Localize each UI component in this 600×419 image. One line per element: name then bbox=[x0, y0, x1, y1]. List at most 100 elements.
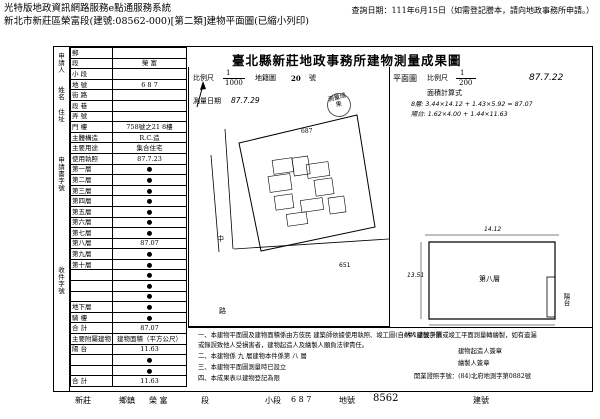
attribute-label: 段 bbox=[70, 57, 113, 70]
footer-area-label: 鄉鎮 bbox=[119, 396, 135, 405]
attribute-row: 第九層● bbox=[70, 248, 187, 260]
attribute-label bbox=[70, 290, 113, 303]
attribute-value: ● bbox=[112, 216, 187, 229]
attribute-label bbox=[70, 364, 113, 377]
attribute-row: 第一層● bbox=[70, 163, 187, 176]
footer-building-no: 8562 bbox=[373, 393, 399, 404]
attribute-value: ● bbox=[112, 195, 187, 207]
attribute-row: 小 段 bbox=[70, 68, 187, 80]
attribute-value: ● bbox=[112, 205, 187, 218]
note-1: 一、本建物平面圖及建物面積係由方伎民 建築師依據使用執照、竣工圖(自然人建號字第 bbox=[198, 332, 442, 339]
attribute-value: 11.63 bbox=[112, 375, 187, 387]
road-line-right bbox=[224, 128, 234, 250]
attribute-label: 主體構造 bbox=[70, 131, 113, 144]
survey-date-label: 測量日期 bbox=[193, 97, 221, 105]
query-info: 查詢日期：111年6月15日（如需登記謄本，請向地政事務所申請。） bbox=[351, 6, 594, 15]
map-road-label: 路 bbox=[219, 307, 226, 315]
area-calc-line-1: 8層: 3.44×14.12 + 1.43×5.92 = 87.07 bbox=[411, 101, 533, 108]
document-frame bbox=[53, 46, 593, 392]
attribute-value: ● bbox=[112, 184, 187, 197]
plan-scale-bar bbox=[456, 78, 476, 79]
attribute-value: ● bbox=[112, 354, 187, 366]
strip-label-name: 姓名 bbox=[58, 86, 65, 101]
attribute-row: 第三層● bbox=[70, 184, 187, 197]
attribute-value bbox=[112, 68, 187, 80]
attribute-label: 地下層 bbox=[70, 301, 113, 313]
footer-lot: 6 8 7 bbox=[291, 395, 312, 404]
attribute-value bbox=[112, 99, 187, 112]
plan-floor-label: 第八層 bbox=[479, 275, 500, 283]
attribute-value: 87.07 bbox=[112, 322, 187, 335]
attribute-label: 街 路 bbox=[70, 89, 113, 101]
plan-scale-numerator: 1 bbox=[460, 69, 465, 77]
attribute-label: 第九層 bbox=[70, 248, 113, 260]
attribute-row: 弄 號 bbox=[70, 110, 187, 123]
attribute-row: ● bbox=[70, 280, 187, 292]
attribute-value: 758號之21 8樓 bbox=[112, 121, 187, 133]
plan-scale-denominator: 200 bbox=[459, 79, 473, 87]
attribute-label: 第三層 bbox=[70, 184, 113, 197]
attribute-value bbox=[112, 89, 187, 101]
attribute-value: 87.07 bbox=[112, 237, 187, 250]
building-footprints bbox=[267, 155, 347, 227]
attribute-row: 第五層● bbox=[70, 205, 187, 218]
attribute-value: 榮 富 bbox=[112, 57, 187, 70]
attribute-value: ● bbox=[112, 258, 187, 271]
page-header: 光特版地政資訊網路服務e點通服務系統 新北市新莊區榮富段(建號:08562-00… bbox=[4, 3, 309, 28]
location-map-drawing: 651 bbox=[196, 81, 390, 269]
floor-outline bbox=[428, 241, 556, 320]
attribute-value: ● bbox=[112, 290, 187, 303]
attribute-row: 街 路 bbox=[70, 89, 187, 101]
map-scale-label: 比例尺 bbox=[193, 74, 214, 82]
attribute-row: ● bbox=[70, 364, 187, 377]
area-calc-label: 面積計算式 bbox=[427, 89, 462, 97]
attribute-row: 第七層● bbox=[70, 227, 187, 239]
notes-section: 一、本建物平面圖及建物面積係由方伎民 建築師依據使用執照、竣工圖(自然人建號字第… bbox=[188, 327, 593, 391]
applicant-strip: 申請人 姓名 住址 申請書字號 收件字號 bbox=[54, 47, 70, 391]
attribute-value: ● bbox=[112, 163, 187, 176]
attribute-label: 主要附屬建物 bbox=[70, 333, 113, 345]
map-lot-number-2: 651 bbox=[339, 262, 351, 269]
attribute-label: 第十層 bbox=[70, 258, 113, 271]
attribute-value: ● bbox=[112, 227, 187, 239]
attribute-label: 第五層 bbox=[70, 205, 113, 218]
header-line-1: 光特版地政資訊網路服務e點通服務系統 bbox=[4, 3, 172, 14]
attribute-label: 第六層 bbox=[70, 216, 113, 229]
attribute-row: 第二層● bbox=[70, 174, 187, 186]
note-3: 三、本建物平面圖測量時已設立 bbox=[198, 364, 287, 371]
attribute-value bbox=[112, 110, 187, 123]
attribute-row: 主要用途集合住宅 bbox=[70, 142, 187, 154]
attribute-row: 騎 樓● bbox=[70, 311, 187, 324]
attribute-label: 陽 台 bbox=[70, 343, 113, 356]
plan-scale-label: 比例尺 bbox=[427, 74, 448, 82]
header-line-2: 新北市新莊區榮富段(建號:08562-000)[第二類]建物平面圖(已縮小列印) bbox=[4, 15, 310, 27]
map-lot-number: 687 bbox=[301, 128, 313, 135]
attribute-value: ● bbox=[112, 301, 187, 313]
map-scale-numerator: 1 bbox=[226, 69, 231, 77]
attribute-row: 地下層● bbox=[70, 301, 187, 313]
attribute-label: 段 巷 bbox=[70, 99, 113, 112]
note-4: 四、本成果表以建物登記為限 bbox=[198, 375, 280, 382]
map-sheet-suffix: 號 bbox=[309, 74, 316, 82]
footer-lot-label: 地號 bbox=[339, 396, 355, 405]
plan-label: 平面圖 bbox=[393, 74, 417, 83]
plan-date: 87.7.22 bbox=[529, 73, 564, 83]
attribute-row: 段 巷 bbox=[70, 99, 187, 112]
note-right-1: e#1號設計圖或竣工平面測量轉繪製，如有遺漏 bbox=[404, 332, 537, 339]
footer-area-value: 榮 富 bbox=[149, 396, 168, 405]
attribute-value: 建物面積（平方公尺） bbox=[112, 333, 187, 345]
attribute-value: 11.63 bbox=[112, 343, 187, 356]
footer-subsection-label: 小段 bbox=[265, 396, 281, 405]
attribute-label: 弄 號 bbox=[70, 110, 113, 123]
location-map: 比例尺 1 1000 地籍圖 20 號 測量日期 87.7.29 測量成果 bbox=[188, 67, 390, 327]
footer-section-label: 段 bbox=[201, 396, 209, 405]
area-calc-line-2: 陽台: 1.62×4.00 + 1.44×11.63 bbox=[411, 111, 508, 118]
north-arrow-icon bbox=[196, 81, 206, 108]
